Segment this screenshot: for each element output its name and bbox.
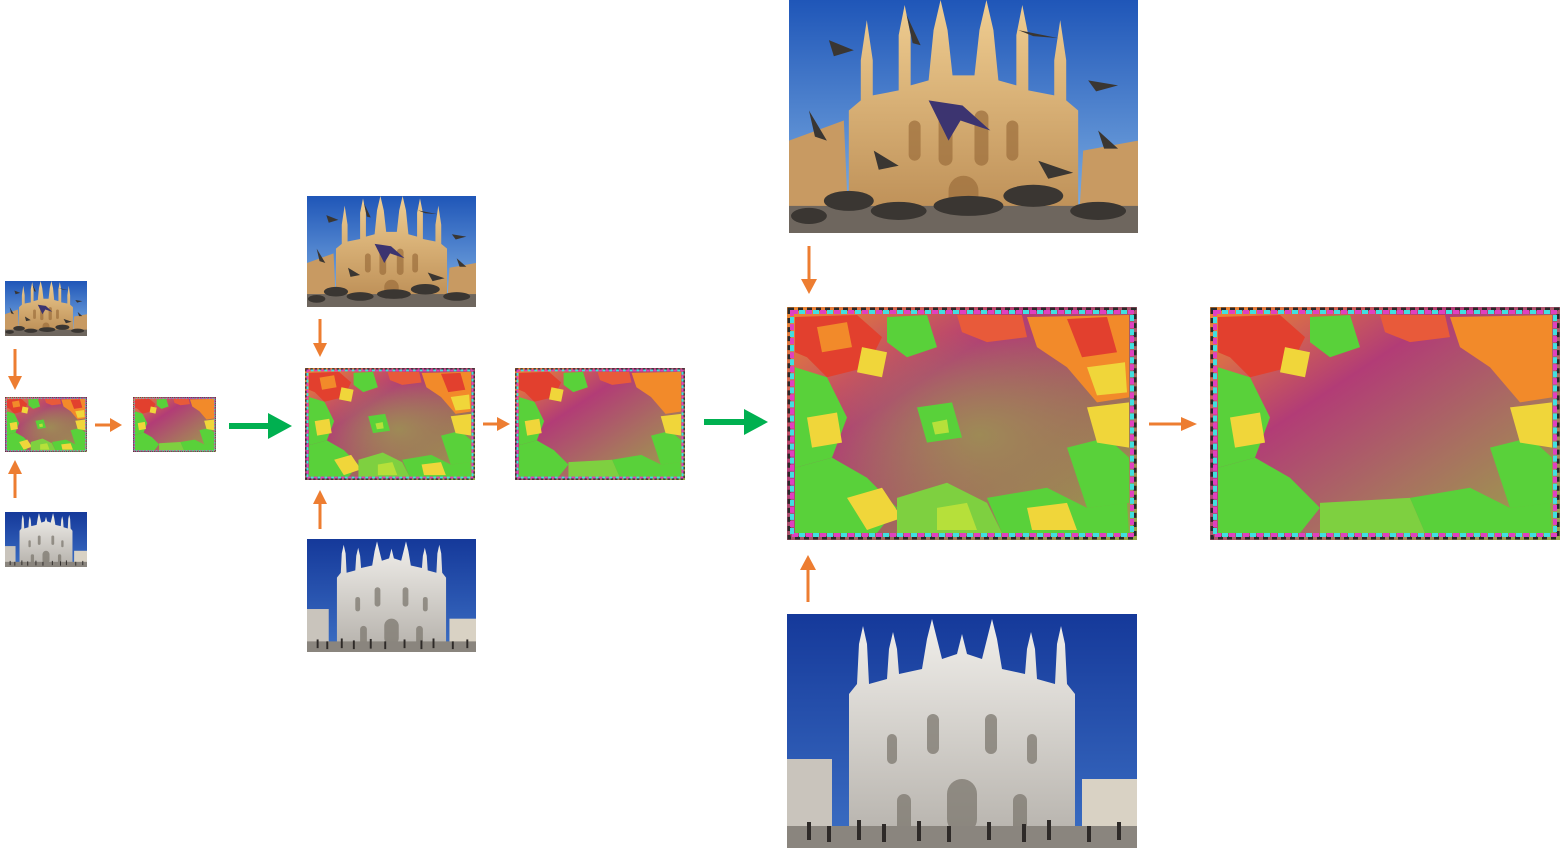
- orange-arrow-up-icon: [800, 555, 816, 602]
- orange-arrow-right-icon: [95, 418, 122, 432]
- orange-arrow-right-icon: [1149, 417, 1197, 431]
- orange-arrow-down-icon: [313, 319, 327, 357]
- orange-arrow-up-icon: [313, 490, 327, 529]
- orange-arrow-down-icon: [8, 349, 22, 390]
- orange-arrow-up-icon: [8, 460, 22, 498]
- green-arrow-right-icon: [704, 409, 768, 435]
- orange-arrow-down-icon: [801, 246, 817, 294]
- orange-arrow-right-icon: [483, 417, 510, 431]
- green-arrow-right-icon: [229, 413, 292, 439]
